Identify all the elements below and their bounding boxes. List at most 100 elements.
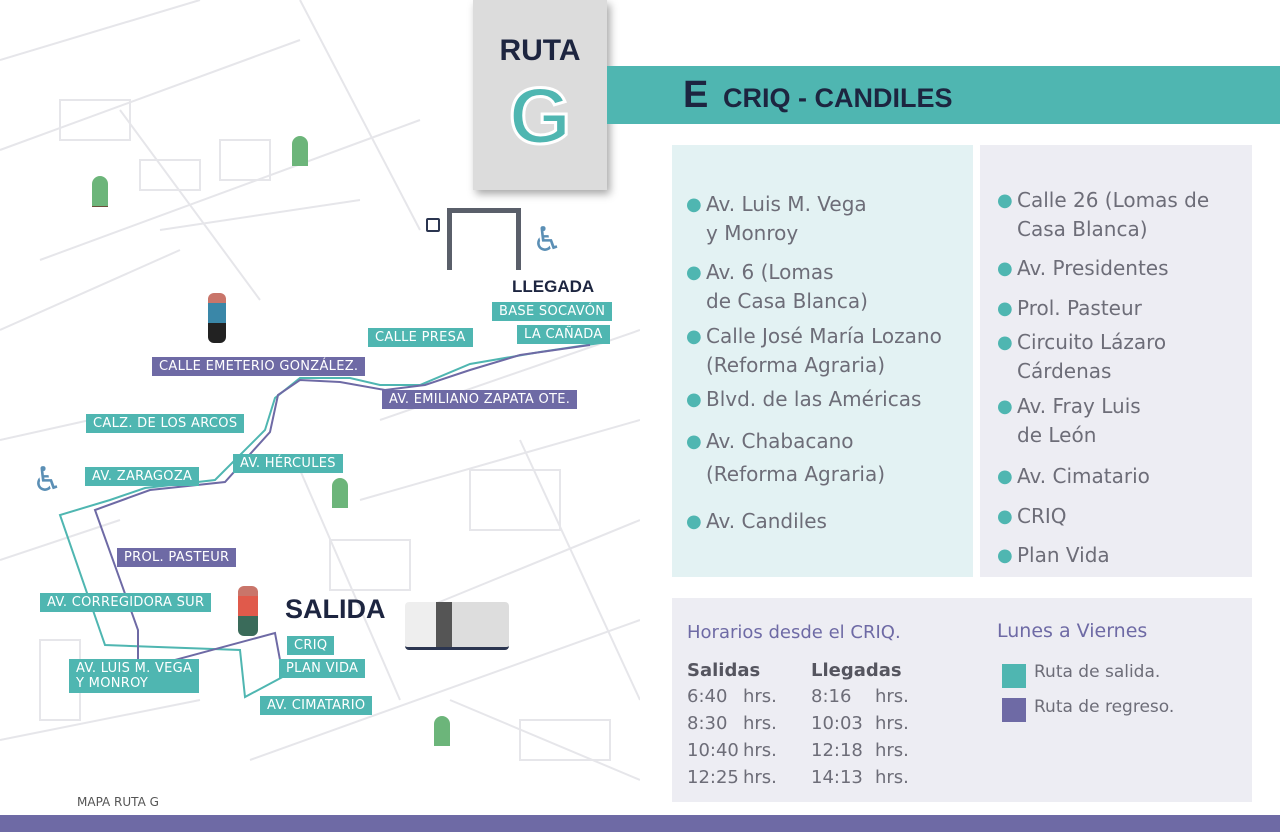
stop-line: Cárdenas <box>1017 359 1112 383</box>
legend-label: Ruta de regreso. <box>1034 697 1175 717</box>
street-label: AV. ZARAGOZA <box>85 467 200 486</box>
stop-item: ●Prol. Pasteur <box>997 294 1142 323</box>
street-label: CALLE PRESA <box>368 328 473 347</box>
stop-line: Av. 6 (Lomas <box>706 260 834 284</box>
stop-line: (Reforma Agraria) <box>706 353 886 377</box>
stop-item: ●Av. Cimatario <box>997 462 1150 491</box>
bus-stop-sign-icon <box>426 218 440 232</box>
stops-panel-left <box>672 145 973 577</box>
departure-label: SALIDA <box>285 594 386 624</box>
stop-line: Av. Fray Luis <box>1017 394 1141 418</box>
footer-bar <box>0 815 1280 832</box>
tree-icon <box>434 716 450 766</box>
stop-line: y Monroy <box>706 221 799 245</box>
street-label: AV. LUIS M. VEGA Y MONROY <box>69 659 200 693</box>
bullet-icon: ● <box>997 258 1013 279</box>
time-unit: hrs. <box>875 767 909 788</box>
bullet-icon: ● <box>997 190 1013 211</box>
stop-item: ●Av. Chabacano(Reforma Agraria) <box>686 427 886 489</box>
legend-swatch-outbound <box>1002 664 1026 688</box>
stop-item: ●Calle José María Lozano(Reforma Agraria… <box>686 322 942 380</box>
bus-icon <box>405 602 509 650</box>
arrival-label: LLEGADA <box>512 277 595 296</box>
bullet-icon: ● <box>686 262 702 283</box>
street-label: AV. CORREGIDORA SUR <box>40 593 212 612</box>
arrivals-header: Llegadas <box>811 660 902 681</box>
departure-time: 12:25 <box>687 767 739 788</box>
bullet-icon: ● <box>686 389 702 410</box>
map-caption: MAPA RUTA G <box>77 795 159 809</box>
stop-item: ●Av. Presidentes <box>997 254 1169 283</box>
map-streets <box>0 0 640 781</box>
departure-time: 10:40 <box>687 740 739 761</box>
time-unit: hrs. <box>743 767 777 788</box>
stop-line: Circuito Lázaro <box>1017 330 1167 354</box>
stops-panel-right <box>980 145 1252 577</box>
street-label: CALZ. DE LOS ARCOS <box>86 414 245 433</box>
stop-item: ●Blvd. de las Américas <box>686 385 922 414</box>
stop-item: ●CRIQ <box>997 502 1067 531</box>
time-unit: hrs. <box>743 713 777 734</box>
stop-item: ●Av. Luis M. Vega y Monroy <box>686 190 867 248</box>
person-with-cane-icon <box>238 586 258 636</box>
bullet-icon: ● <box>997 466 1013 487</box>
street-label-line: AV. LUIS M. VEGA <box>76 661 193 676</box>
stop-item: ●Av. Candiles <box>686 507 827 536</box>
bullet-icon: ● <box>686 511 702 532</box>
bullet-icon: ● <box>686 431 702 452</box>
bullet-icon: ● <box>997 396 1013 417</box>
arrival-time: 14:13 <box>811 767 863 788</box>
stop-line: Plan Vida <box>1017 543 1110 567</box>
route-badge: RUTA G <box>473 0 607 190</box>
bullet-icon: ● <box>997 332 1013 353</box>
arrival-time: 12:18 <box>811 740 863 761</box>
street-label: CALLE EMETERIO GONZÁLEZ. <box>152 357 366 376</box>
schedule-days: Lunes a Viernes <box>997 620 1148 642</box>
stop-line: Calle 26 (Lomas de <box>1017 188 1210 212</box>
arrival-time: 8:16 <box>811 686 852 707</box>
stop-item: ●Plan Vida <box>997 541 1110 570</box>
stop-line: Prol. Pasteur <box>1017 296 1142 320</box>
legend-swatch-return <box>1002 698 1026 722</box>
bullet-icon: ● <box>997 506 1013 527</box>
route-name: CRIQ - CANDILES <box>723 83 953 113</box>
bullet-icon: ● <box>686 326 702 347</box>
outbound-route-line <box>58 342 601 699</box>
stop-line: Blvd. de las Américas <box>706 387 922 411</box>
bullet-icon: ● <box>686 194 702 215</box>
route-badge-label: RUTA <box>499 34 581 67</box>
arrival-time: 10:03 <box>811 713 863 734</box>
stop-item: ●Calle 26 (Lomas de Casa Blanca) <box>997 186 1210 244</box>
stop-line: Av. Cimatario <box>1017 464 1150 488</box>
stop-line: (Reforma Agraria) <box>706 462 886 486</box>
route-letter: G <box>507 71 572 160</box>
street-label-line: Y MONROY <box>76 676 149 691</box>
wheelchair-assist-icon: ♿ <box>532 220 563 260</box>
tree-icon <box>332 478 348 528</box>
stop-line: Av. Luis M. Vega <box>706 192 867 216</box>
departure-time: 6:40 <box>687 686 728 707</box>
time-unit: hrs. <box>875 740 909 761</box>
street-label: AV. EMILIANO ZAPATA OTE. <box>382 390 578 409</box>
street-label: PLAN VIDA <box>279 659 366 678</box>
legend-label: Ruta de salida. <box>1034 662 1161 682</box>
street-label: PROL. PASTEUR <box>117 548 237 567</box>
bullet-icon: ● <box>997 545 1013 566</box>
stop-line: Casa Blanca) <box>1017 217 1148 241</box>
schedule-panel: Horarios desde el CRIQ. Lunes a Viernes … <box>672 598 1252 802</box>
time-unit: hrs. <box>743 740 777 761</box>
stop-line: CRIQ <box>1017 504 1067 528</box>
street-label: LA CAÑADA <box>517 325 610 344</box>
route-map: ♿ ♿ LLEGADA SALIDA BASE SOCAVÓN LA CAÑAD… <box>0 0 640 815</box>
schedule-title: Horarios desde el CRIQ. <box>687 622 901 643</box>
time-unit: hrs. <box>743 686 777 707</box>
stop-item: ●Av. 6 (Lomas de Casa Blanca) <box>686 258 868 316</box>
street-label: AV. HÉRCULES <box>233 454 343 473</box>
street-label: CRIQ <box>287 636 335 655</box>
time-unit: hrs. <box>875 686 909 707</box>
bus-shelter-icon <box>447 208 521 270</box>
street-label: AV. CIMATARIO <box>260 696 373 715</box>
stop-line: de Casa Blanca) <box>706 289 868 313</box>
